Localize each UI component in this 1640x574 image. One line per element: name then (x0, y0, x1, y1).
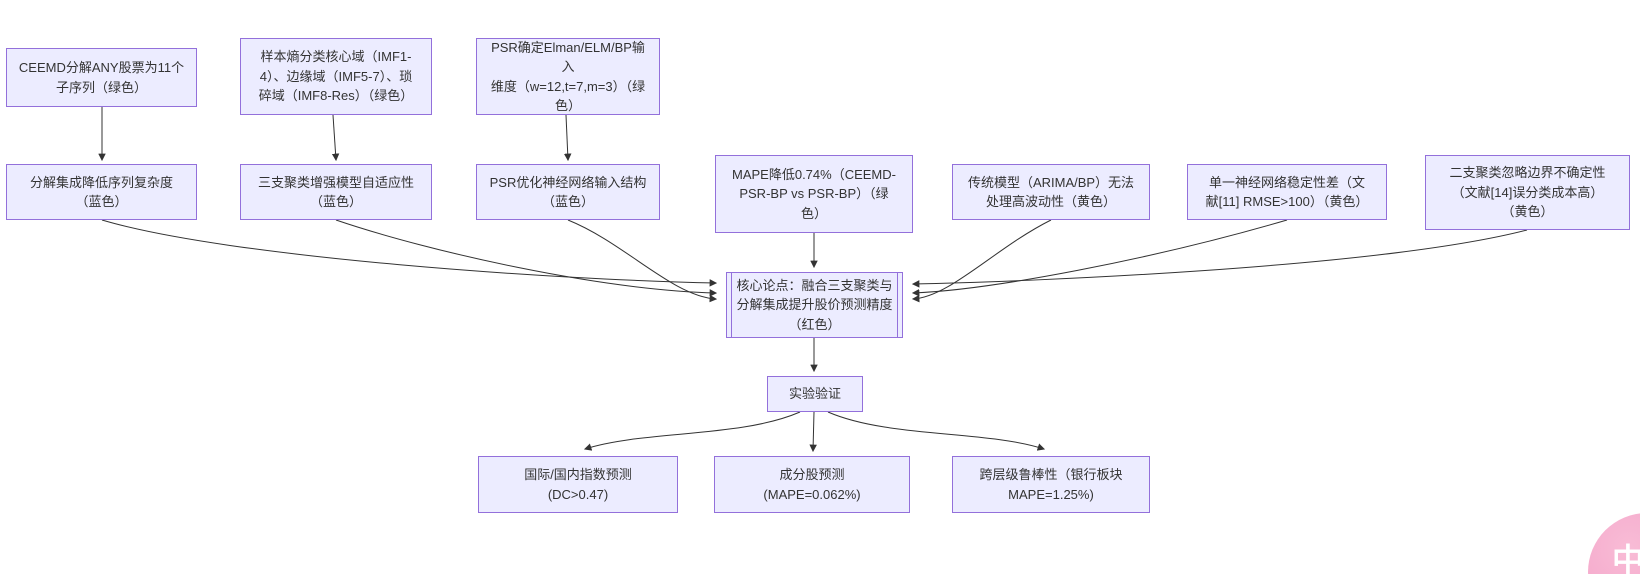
node-three-way-adaptivity: 三支聚类增强模型自适应性 （蓝色） (240, 164, 432, 220)
edge-b5-core (911, 219, 1052, 303)
node-label: 三支聚类增强模型自适应性 （蓝色） (257, 174, 414, 210)
node-mape-reduction: MAPE降低0.74%（CEEMD- PSR-BP vs PSR-BP）（绿 色… (715, 155, 913, 233)
node-label: PSR确定Elman/ELM/BP输入 维度（w=12,t=7,m=3）（绿 色… (490, 39, 646, 114)
node-index-prediction: 国际/国内指数预测 (DC>0.47) (478, 456, 678, 513)
node-label: PSR优化神经网络输入结构 （蓝色） (489, 174, 647, 210)
node-sample-entropy-domains: 样本熵分类核心域（IMF1- 4）、边缘域（IMF5-7）、琐 碎域（IMF8-… (240, 38, 432, 115)
node-label: 国际/国内指数预测 (DC>0.47) (524, 467, 632, 502)
node-cross-level-robustness: 跨层级鲁棒性（银行板块 MAPE=1.25%) (952, 456, 1150, 513)
edge-verify-e1 (583, 411, 801, 451)
node-label: 传统模型（ARIMA/BP）无法 处理高波动性（黄色） (967, 174, 1135, 210)
node-psr-input-structure: PSR优化神经网络输入结构 （蓝色） (476, 164, 660, 220)
edge-verify-e2 (809, 411, 817, 453)
node-label: 单一神经网络稳定性差（文 献[11] RMSE>100）（黄色） (1205, 174, 1369, 210)
node-label: 二支聚类忽略边界不确定性 （文献[14]误分类成本高） （黄色） (1449, 165, 1606, 220)
node-core-thesis: 核心论点：融合三支聚类与 分解集成提升股价预测精度 （红色） (726, 272, 903, 338)
edge-a3-b3 (563, 114, 572, 162)
node-psr-input-dimension: PSR确定Elman/ELM/BP输入 维度（w=12,t=7,m=3）（绿 色… (476, 38, 660, 115)
node-label: 分解集成降低序列复杂度 （蓝色） (29, 174, 173, 210)
edge-b6-core (911, 219, 1288, 297)
node-ceemd-decomposition: CEEMD分解ANY股票为11个 子序列（绿色） (6, 48, 197, 107)
node-label: 跨层级鲁棒性（银行板块 MAPE=1.25%) (979, 467, 1123, 502)
edge-verify-e3 (827, 411, 1046, 451)
node-label: 样本熵分类核心域（IMF1- 4）、边缘域（IMF5-7）、琐 碎域（IMF8-… (258, 49, 414, 104)
edge-b7-core (911, 229, 1528, 288)
node-two-way-clustering-limitation: 二支聚类忽略边界不确定性 （文献[14]误分类成本高） （黄色） (1425, 155, 1630, 230)
node-label: CEEMD分解ANY股票为11个 子序列（绿色） (18, 60, 185, 95)
translate-float-button[interactable]: 中A (1588, 513, 1640, 574)
node-label: 成分股预测 (MAPE=0.062%) (763, 467, 861, 502)
node-label: MAPE降低0.74%（CEEMD- PSR-BP vs PSR-BP）（绿 色… (732, 166, 896, 221)
node-decomposition-complexity: 分解集成降低序列复杂度 （蓝色） (6, 164, 197, 220)
node-experiment-validation: 实验验证 (767, 376, 863, 412)
translate-badge-label: 中A (1612, 542, 1640, 574)
node-label: 核心论点：融合三支聚类与 分解集成提升股价预测精度 （红色） (736, 277, 893, 332)
edge-a2-b2 (331, 114, 340, 162)
node-traditional-model-limitation: 传统模型（ARIMA/BP）无法 处理高波动性（黄色） (952, 164, 1150, 220)
node-label: 实验验证 (788, 386, 841, 402)
edge-b3-core (567, 219, 718, 303)
node-constituent-prediction: 成分股预测 (MAPE=0.062%) (714, 456, 910, 513)
edge-b2-core (335, 219, 718, 297)
node-single-nn-instability: 单一神经网络稳定性差（文 献[11] RMSE>100）（黄色） (1187, 164, 1387, 220)
edge-b1-core (101, 219, 718, 287)
